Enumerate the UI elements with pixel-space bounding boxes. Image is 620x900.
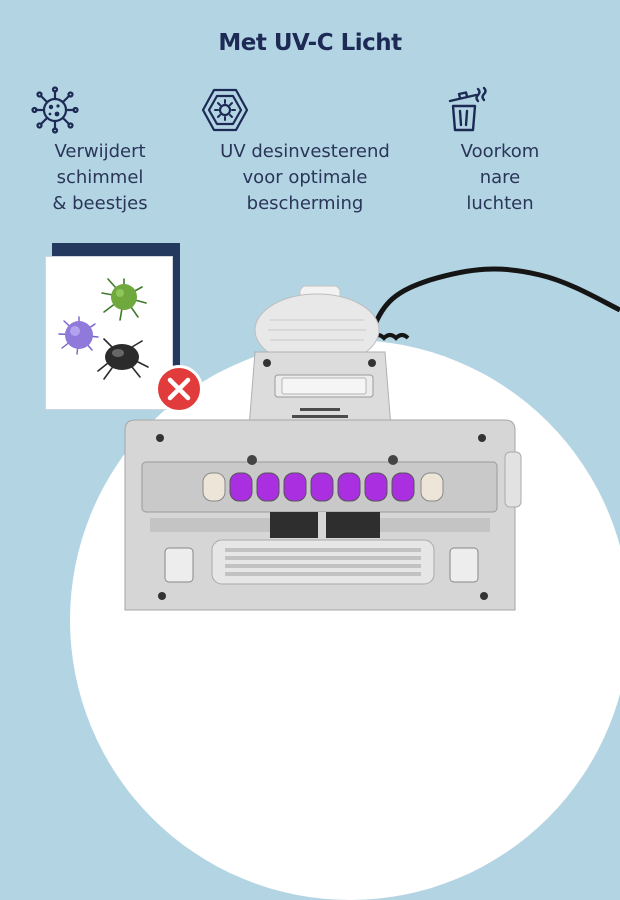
cross-icon xyxy=(155,365,203,413)
germ-card xyxy=(45,256,173,410)
virus-icon xyxy=(30,85,170,135)
feature-text-line: bescherming xyxy=(246,193,364,214)
germs-illustration xyxy=(58,278,149,380)
feature-prevent-odors: Voorkom nare luchten xyxy=(440,85,560,217)
uv-vacuum-head xyxy=(124,266,620,611)
feature-text-line: schimmel xyxy=(56,167,144,188)
feature-text-line: Voorkom xyxy=(460,141,540,162)
feature-text-line: & beestjes xyxy=(52,193,148,214)
feature-text-line: nare xyxy=(479,167,521,188)
uv-shield-icon xyxy=(200,85,410,135)
trash-can-icon xyxy=(440,85,560,135)
feature-text-line: voor optimale xyxy=(242,167,368,188)
feature-uv-protection: UV desinvesterend voor optimale bescherm… xyxy=(200,85,410,217)
power-cable xyxy=(367,266,620,341)
feature-text-line: luchten xyxy=(466,193,534,214)
feature-text-line: UV desinvesterend xyxy=(220,141,390,162)
page-title: Met UV-C Licht xyxy=(218,30,402,56)
feature-text-line: Verwijdert xyxy=(54,141,146,162)
feature-remove-mold: Verwijdert schimmel & beestjes xyxy=(30,85,170,217)
